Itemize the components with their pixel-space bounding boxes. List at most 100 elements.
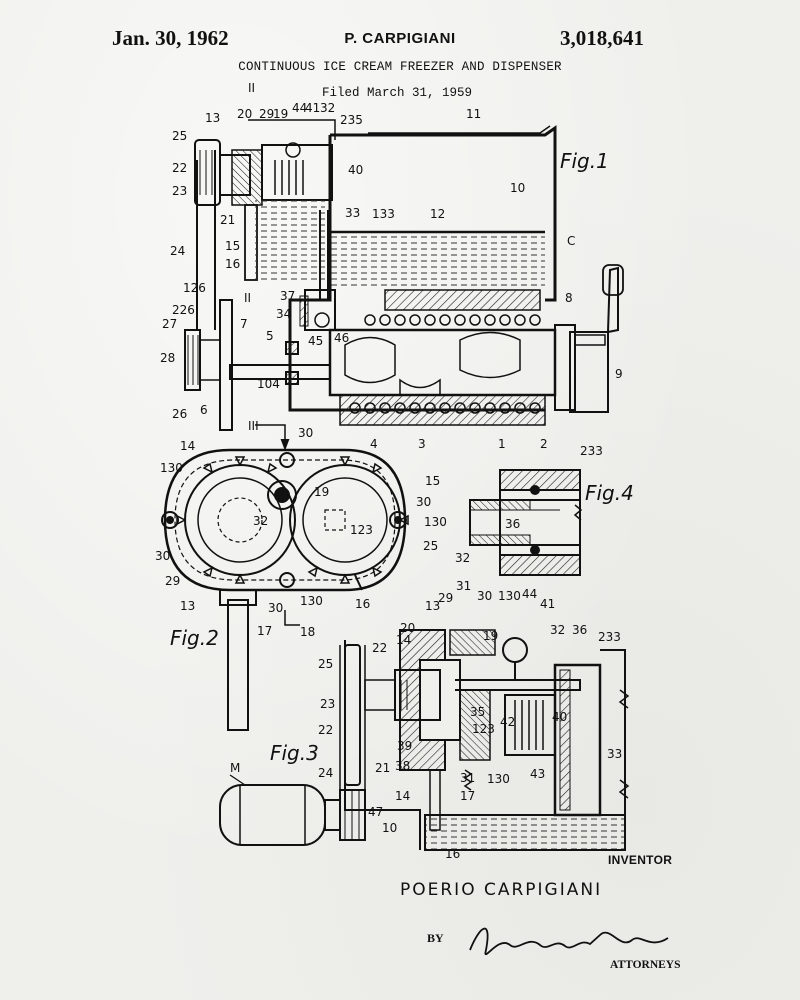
inventor-name: POERIO CARPIGIANI (400, 880, 603, 900)
fig1-ref-label: 25 (172, 129, 187, 143)
by-label: BY (427, 931, 444, 945)
fig3-ref-label: 19 (483, 629, 498, 643)
fig1-ref-label: 44 (292, 101, 307, 115)
fig3-ref-label: 43 (530, 767, 545, 781)
figure-2-drawing (161, 424, 409, 731)
fig1-ref-label: 45 (308, 334, 323, 348)
fig1-ref-label: 37 (280, 289, 295, 303)
fig1-ref-label: 235 (340, 113, 363, 127)
fig1-ref-label: 12 (430, 207, 445, 221)
fig1-ref-label: 8 (565, 291, 573, 305)
fig3-ref-label: 36 (572, 623, 587, 637)
fig2-title: Fig.2 (170, 626, 219, 650)
fig1-ref-label: 133 (372, 207, 395, 221)
fig3-ref-label: 35 (470, 705, 485, 719)
fig4-title: Fig.4 (585, 481, 634, 505)
fig2-ref-label: 25 (423, 539, 438, 553)
figure-1-drawing (184, 119, 624, 431)
fig3-ref-label: 17 (460, 789, 475, 803)
fig1-ref-label: 6 (200, 403, 208, 417)
fig3-ref-label: 23 (320, 697, 335, 711)
fig3-ref-label: 130 (498, 589, 521, 603)
patent-date: Jan. 30, 1962 (112, 26, 229, 50)
inventor-header: P. CARPIGIANI (344, 30, 456, 47)
figure-4-drawing (469, 469, 583, 576)
fig2-ref-label: 16 (355, 597, 370, 611)
fig3-ref-label: 32 (550, 623, 565, 637)
fig3-ref-label: 39 (397, 739, 412, 753)
fig1-ref-label: 46 (334, 331, 349, 345)
fig1-ref-label: 126 (183, 281, 206, 295)
figure-3-drawing (219, 629, 630, 851)
fig1-ref-label: 15 (225, 239, 240, 253)
fig3-ref-label: 40 (552, 710, 567, 724)
fig3-ref-label: 31 (456, 579, 471, 593)
fig3-ref-label: 130 (487, 772, 510, 786)
fig1-ref-label: 29 (259, 107, 274, 121)
fig1-ref-label: 23 (172, 184, 187, 198)
attorney-signature (469, 927, 669, 956)
fig1-ref-label: 24 (170, 244, 185, 258)
fig2-ref-label: 32 (253, 514, 268, 528)
fig3-ref-label: 10 (382, 821, 397, 835)
fig3-ref-label: 33 (607, 747, 622, 761)
fig2-ref-label: 17 (257, 624, 272, 638)
fig1-ref-label: 19 (273, 107, 288, 121)
fig4-ref-label: 32 (455, 551, 470, 565)
fig2-ref-label: 14 (180, 439, 195, 453)
fig1-ref-label: 32 (320, 101, 335, 115)
fig3-ref-label: 47 (368, 805, 383, 819)
fig1-ref-label: 33 (345, 206, 360, 220)
fig2-ref-label: 13 (180, 599, 195, 613)
fig1-ref-label: 226 (172, 303, 195, 317)
fig3-ref-label: 14 (395, 789, 410, 803)
fig3-ref-label: 41 (540, 597, 555, 611)
fig3-ref-label: 24 (318, 766, 333, 780)
patent-title: CONTINUOUS ICE CREAM FREEZER AND DISPENS… (238, 60, 562, 74)
fig3-ref-label: 38 (395, 759, 410, 773)
fig1-ref-label: 22 (172, 161, 187, 175)
fig2-ref-label: 130 (300, 594, 323, 608)
fig2-ref-label: 30 (155, 549, 170, 563)
fig3-ref-label: 233 (598, 630, 621, 644)
fig2-ref-label: 130 (160, 461, 183, 475)
fig1-ref-label: 10 (510, 181, 525, 195)
fig2-ref-label: 30 (416, 495, 431, 509)
fig1-ref-label: 13 (205, 111, 220, 125)
fig2-ref-label: 15 (425, 474, 440, 488)
patent-number: 3,018,641 (560, 26, 644, 50)
fig3-ref-label: 22 (372, 641, 387, 655)
fig3-ref-label: 25 (318, 657, 333, 671)
fig1-ref-label: 28 (160, 351, 175, 365)
fig1-ref-label: 4 (370, 437, 378, 451)
inventor-label: INVENTOR (608, 853, 673, 867)
fig3-ref-label: 31 (460, 771, 475, 785)
fig1-ref-label: C (567, 234, 575, 248)
fig3-ref-label: 29 (438, 591, 453, 605)
fig3-ref-label: 21 (375, 761, 390, 775)
fig1-ref-label: 7 (240, 317, 248, 331)
fig1-ref-label: 34 (276, 307, 291, 321)
fig3-ref-label: 22 (318, 723, 333, 737)
fig1-ref-label: 26 (172, 407, 187, 421)
fig1-ref-label: 16 (225, 257, 240, 271)
fig2-ref-label: 18 (300, 625, 315, 639)
fig3-ref-label: 16 (445, 847, 460, 861)
fig2-ref-label: 123 (350, 523, 373, 537)
fig1-ref-label: 41 (305, 101, 320, 115)
fig1-ref-label: 27 (162, 317, 177, 331)
fig2-ref-label: 29 (165, 574, 180, 588)
fig3-title: Fig.3 (270, 741, 319, 765)
filed-date: Filed March 31, 1959 (322, 86, 473, 100)
fig1-ref-label: 20 (237, 107, 252, 121)
fig3-ref-label: 14 (396, 633, 411, 647)
fig1-ref-label: 2 (540, 437, 548, 451)
fig3-ref-label: 13 (425, 599, 440, 613)
fig2-ref-label: 19 (314, 485, 329, 499)
fig1-title: Fig.1 (560, 149, 609, 173)
fig2-ref-label: III (248, 419, 259, 433)
fig4-ref-label: 36 (505, 517, 520, 531)
